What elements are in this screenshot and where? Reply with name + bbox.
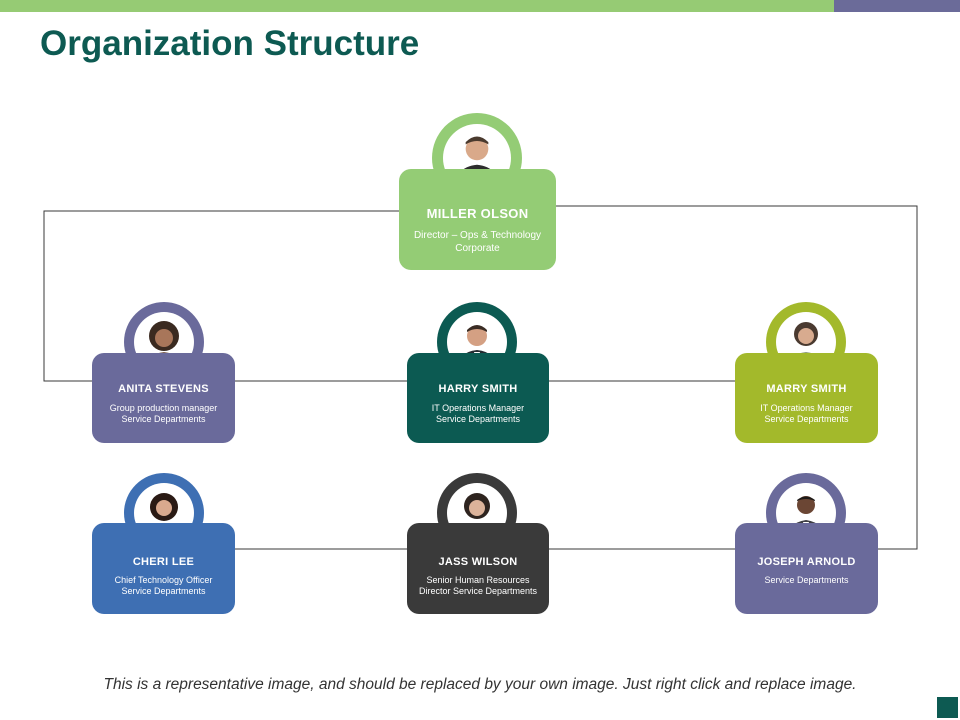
page-title: Organization Structure <box>40 24 420 63</box>
card-role: IT Operations Manager Service Department… <box>760 403 853 424</box>
card-role: Chief Technology Officer Service Departm… <box>114 575 213 596</box>
connector-right-loop <box>556 205 918 550</box>
card-name: ANITA STEVENS <box>118 383 209 395</box>
org-card-joseph-arnold: JOSEPH ARNOLD Service Departments <box>735 523 878 614</box>
corner-square <box>937 697 958 718</box>
card-name: HARRY SMITH <box>438 383 518 395</box>
card-name: MARRY SMITH <box>766 383 847 395</box>
footer-note: This is a representative image, and shou… <box>103 676 857 693</box>
card-role: Director – Ops & Technology Corporate <box>413 230 542 254</box>
card-role: Service Departments <box>764 575 849 585</box>
card-role: Group production manager Service Departm… <box>109 403 218 424</box>
card-name: JASS WILSON <box>438 556 518 568</box>
connector-left-loop <box>43 210 400 382</box>
org-card-harry-smith: HARRY SMITH IT Operations Manager Servic… <box>407 353 549 443</box>
card-role: Senior Human Resources Director Service … <box>418 575 538 596</box>
org-card-jass-wilson: JASS WILSON Senior Human Resources Direc… <box>407 523 549 614</box>
org-card-anita-stevens: ANITA STEVENS Group production manager S… <box>92 353 235 443</box>
top-accent-bar-purple <box>834 0 960 12</box>
org-card-marry-smith: MARRY SMITH IT Operations Manager Servic… <box>735 353 878 443</box>
top-accent-bar-green <box>0 0 834 12</box>
org-card-cheri-lee: CHERI LEE Chief Technology Officer Servi… <box>92 523 235 614</box>
card-name: JOSEPH ARNOLD <box>757 556 856 568</box>
card-name: CHERI LEE <box>132 556 195 568</box>
card-role: IT Operations Manager Service Department… <box>431 403 525 424</box>
org-card-miller-olson: MILLER OLSON Director – Ops & Technology… <box>399 169 556 270</box>
card-name: MILLER OLSON <box>426 206 529 221</box>
